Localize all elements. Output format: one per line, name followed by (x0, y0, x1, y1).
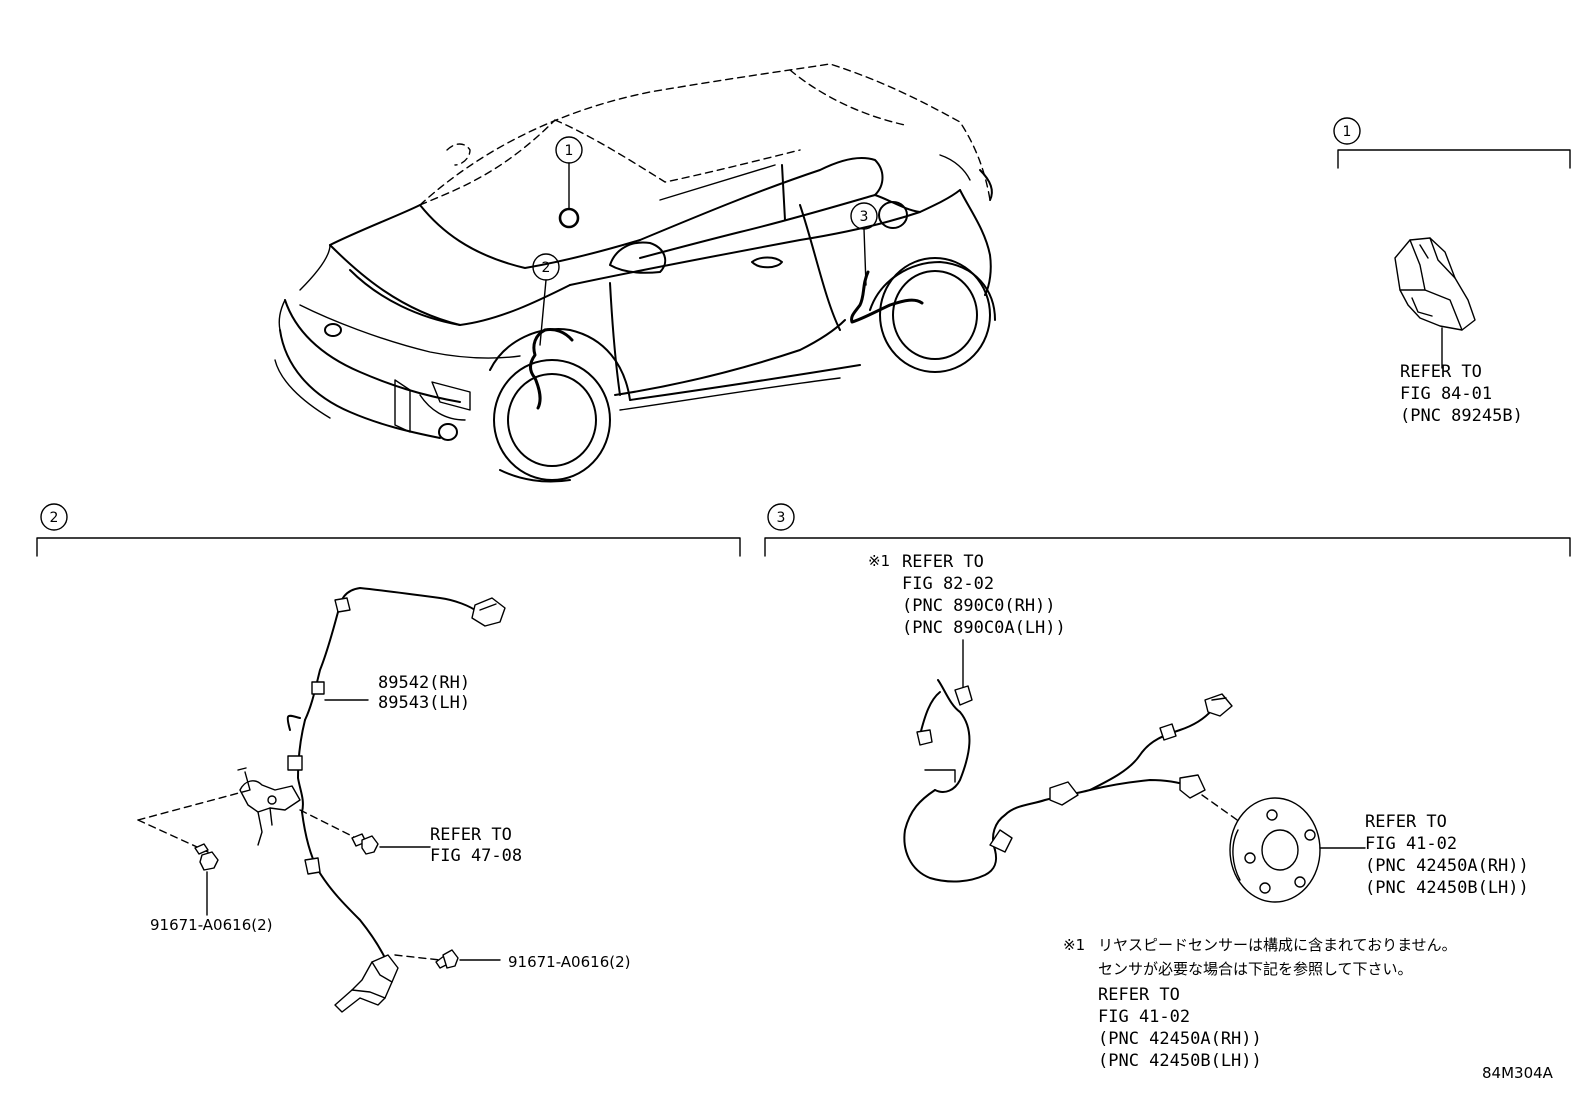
section-3-refer-hub-line1: REFER TO (1365, 812, 1447, 832)
footnote-refer-line3: (PNC 42450A(RH)) (1098, 1029, 1262, 1049)
callout-2-car: 2 (532, 253, 560, 281)
footnote-mark: ※1 (1063, 936, 1085, 954)
svg-text:2: 2 (50, 510, 59, 526)
footnote-refer-line2: FIG 41-02 (1098, 1007, 1190, 1027)
section-3-refer-mark: ※1 (868, 552, 890, 570)
section-2-callout: 2 (40, 503, 68, 531)
section-3-bracket (764, 537, 1571, 557)
callout-1-car: 1 (555, 136, 583, 164)
bolt-right (435, 949, 459, 969)
svg-text:2: 2 (542, 260, 551, 276)
rear-wire-harness (903, 679, 1233, 883)
footnote-jp-line2: センサが必要な場合は下記を参照して下さい。 (1098, 960, 1413, 978)
section-2-bracket (36, 537, 741, 557)
section-1-refer-line1: REFER TO (1400, 362, 1482, 382)
section-1-bracket (1337, 149, 1571, 169)
svg-text:3: 3 (777, 510, 786, 526)
bolt-left (194, 843, 219, 871)
section-1-refer-line3: (PNC 89245B) (1400, 406, 1523, 426)
footnote-refer-line1: REFER TO (1098, 985, 1180, 1005)
bolt-right-part-number: 91671-A0616(2) (508, 953, 630, 971)
section-1-refer-line2: FIG 84-01 (1400, 384, 1492, 404)
part-sensor-rh: 89542(RH) (378, 673, 470, 693)
section-3-refer-hub-line2: FIG 41-02 (1365, 834, 1457, 854)
footnote-jp-line1: リヤスピードセンサーは構成に含まれておりません。 (1098, 936, 1457, 954)
svg-text:1: 1 (565, 143, 574, 159)
part-sensor-lh: 89543(LH) (378, 693, 470, 713)
section-3-refer-top-line2: FIG 82-02 (902, 574, 994, 594)
car-illustration (274, 63, 996, 483)
section-3-callout: 3 (767, 503, 795, 531)
yaw-rate-sensor (1394, 237, 1476, 331)
section-3: 3 ※1 REFER TO FIG 82-02 (PNC 890C0(RH)) … (764, 503, 1571, 903)
svg-text:1: 1 (1343, 124, 1352, 140)
bolt-refer (351, 833, 379, 855)
bolt-left-part-number: 91671-A0616(2) (150, 916, 272, 934)
section-1: 1 REFER TO FIG 84-01 (PNC 89245B) (1333, 117, 1571, 426)
section-2: 2 (36, 503, 741, 1013)
figure-code: 84M304A (1482, 1064, 1554, 1082)
section-3-refer-hub-line3: (PNC 42450A(RH)) (1365, 856, 1529, 876)
front-speed-sensor-harness (237, 587, 506, 1013)
section-2-refer-line1: REFER TO (430, 825, 512, 845)
section-2-refer-line2: FIG 47-08 (430, 846, 522, 866)
rear-hub-assembly (1201, 794, 1321, 903)
svg-text:3: 3 (860, 209, 869, 225)
section-3-refer-top-line1: REFER TO (902, 552, 984, 572)
section-1-callout: 1 (1333, 117, 1361, 145)
callout-3-car: 3 (850, 202, 878, 230)
section-3-refer-top-line4: (PNC 890C0A(LH)) (902, 618, 1066, 638)
section-3-refer-top-line3: (PNC 890C0(RH)) (902, 596, 1056, 616)
section-3-refer-hub-line4: (PNC 42450B(LH)) (1365, 878, 1529, 898)
footnote: ※1 リヤスピードセンサーは構成に含まれておりません。 センサが必要な場合は下記… (1063, 936, 1457, 1071)
footnote-refer-line4: (PNC 42450B(LH)) (1098, 1051, 1262, 1071)
